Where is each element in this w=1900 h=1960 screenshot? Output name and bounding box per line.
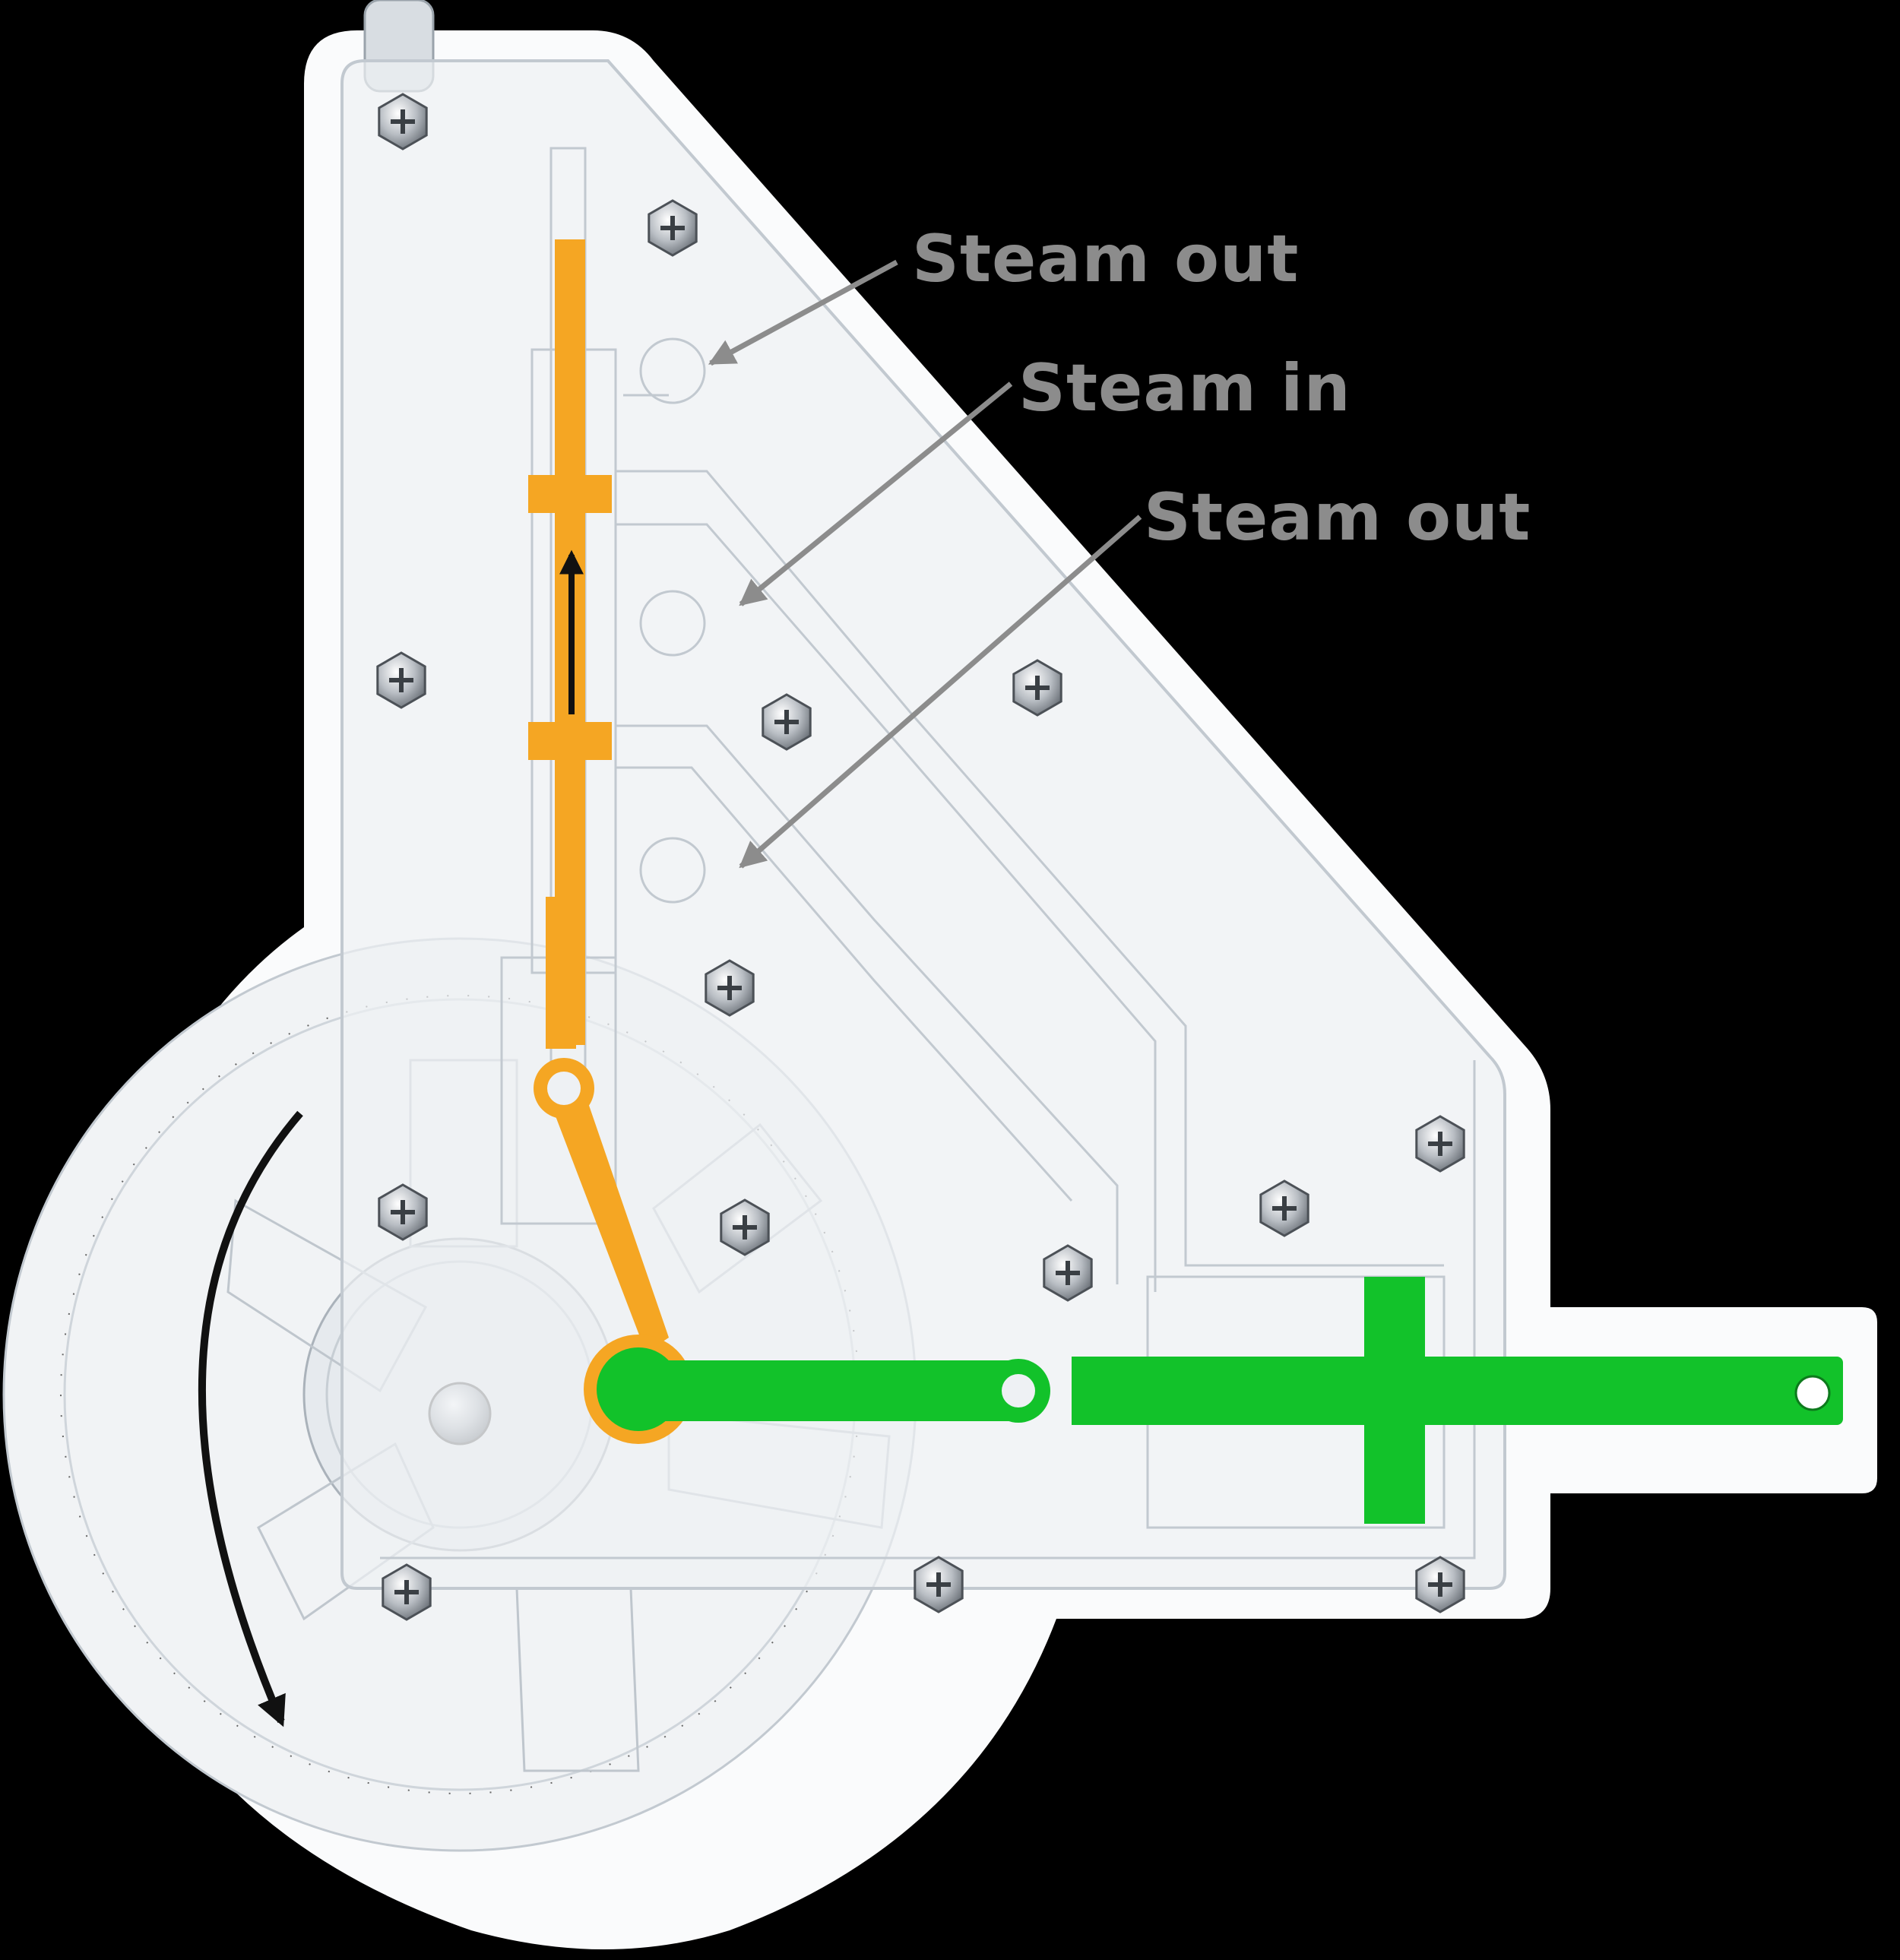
acrylic-plate — [340, 59, 1506, 1590]
valve-land-upper — [528, 475, 612, 513]
hex-screw-icon — [914, 1556, 964, 1613]
callout-label-steam-out-top: Steam out — [912, 221, 1299, 297]
callout-arrow-3 — [739, 515, 1142, 869]
hex-screw-icon — [1259, 1179, 1309, 1237]
callout-arrows — [708, 259, 1142, 869]
piston — [1364, 1277, 1425, 1524]
callout-label-steam-out-bottom: Steam out — [1144, 480, 1531, 556]
hex-screw-icon — [1415, 1115, 1465, 1173]
valve-channels — [380, 147, 1476, 1559]
valve-land-lower — [528, 722, 612, 760]
curved-arrow-icon — [198, 1110, 303, 1727]
hex-screw-icon — [1415, 1556, 1465, 1613]
piston-rod — [597, 1277, 1843, 1524]
callout-arrow-1 — [708, 259, 898, 366]
hex-screw-icon — [1043, 1244, 1093, 1302]
hex-screw-icon — [376, 651, 426, 709]
hex-screw-icon — [720, 1198, 770, 1256]
hex-screw-icon — [378, 1183, 428, 1241]
screw-group — [376, 93, 1465, 1621]
callout-label-steam-in: Steam in — [1018, 350, 1351, 426]
hex-screw-icon — [382, 1563, 432, 1621]
hex-screw-icon — [762, 693, 812, 751]
hex-screw-icon — [1012, 659, 1062, 717]
hex-screw-icon — [648, 199, 698, 257]
hex-screw-icon — [705, 959, 755, 1017]
hex-screw-icon — [378, 93, 428, 150]
callout-arrow-2 — [739, 382, 1013, 606]
rod-eye — [1794, 1375, 1831, 1411]
